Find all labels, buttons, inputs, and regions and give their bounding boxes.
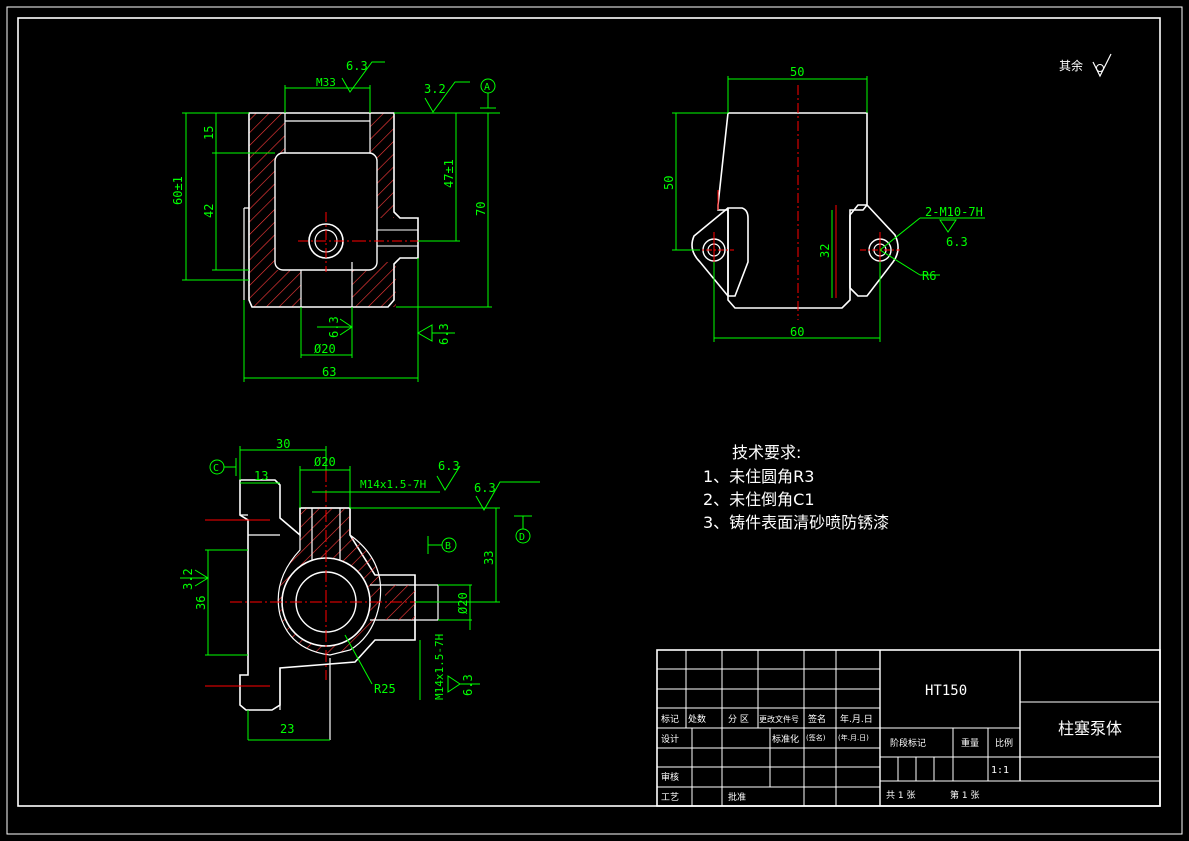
front-view: M33 6.3 3.2 A 15 60±1 42 47±1 70 6.3 6.3… (171, 59, 500, 382)
hdr-sign: 签名 (808, 713, 826, 725)
dim-60: 60±1 (171, 176, 185, 205)
dim-50-left: 50 (662, 176, 676, 190)
hatch-right (377, 153, 394, 218)
dim-roughness-t1: 6.3 (438, 459, 460, 473)
datum-b: B (445, 541, 451, 552)
dim-r6: R6 (922, 269, 936, 283)
outer-border (6, 6, 1183, 835)
dim-30: 30 (276, 437, 290, 451)
dim-roughness-right: 6.3 (437, 323, 451, 345)
side-lug-right (849, 204, 899, 297)
tech-title: 技术要求: (732, 443, 801, 462)
dim-47: 47±1 (442, 159, 456, 188)
dim-32: 32 (818, 244, 832, 258)
tech-requirements: 技术要求: 1、未住圆角R3 2、未住倒角C1 3、铸件表面清砂喷防锈漆 (703, 443, 889, 532)
inner-border (17, 17, 1161, 807)
dim-50-top: 50 (790, 65, 804, 79)
dim-m14-top: M14x1.5-7H (360, 478, 426, 491)
dim-m14-right: M14x1.5-7H (433, 634, 446, 700)
dim-42: 42 (202, 204, 216, 218)
hdr-change-doc: 更改文件号 (759, 714, 799, 724)
dim-roughness-t3: 6.3 (461, 674, 475, 696)
dim-roughness-32: 3.2 (424, 82, 446, 96)
general-roughness-label: 其余 (1059, 58, 1083, 73)
row-sign: (签名) (806, 733, 826, 742)
scale-value: 1:1 (991, 765, 1009, 776)
roughness-check-icon (1092, 53, 1112, 78)
tech-item-2: 2、未住倒角C1 (703, 490, 815, 509)
scale-label: 比例 (995, 737, 1013, 749)
dim-33: 33 (482, 551, 496, 565)
hdr-zone: 分 区 (728, 714, 749, 725)
part-name: 柱塞泵体 (1058, 719, 1122, 738)
dim-60-side: 60 (790, 325, 804, 339)
dim-70: 70 (474, 202, 488, 216)
hatch-upper-r (370, 113, 394, 153)
row-date: (年.月.日) (838, 733, 869, 742)
hatch-upper (275, 113, 285, 153)
dim-roughness-side: 6.3 (946, 235, 968, 249)
sheet-no: 第 1 张 (950, 789, 979, 801)
side-view: 50 50 2-M10-7H 6.3 32 R6 60 (662, 65, 985, 342)
title-block-text: HT150 柱塞泵体 标记 处数 分 区 更改文件号 签名 年.月.日 设计 标… (661, 683, 1122, 803)
row-approve: 批准 (728, 791, 746, 803)
hdr-date: 年.月.日 (840, 713, 873, 725)
dim-r25: R25 (374, 682, 396, 696)
row-audit: 审核 (661, 771, 679, 783)
dim-dia20-top: Ø20 (314, 455, 336, 469)
dim-roughness-t2: 6.3 (474, 481, 496, 495)
top-view: 30 Ø20 C 13 M14x1.5-7H 6.3 6.3 D B 33 3.… (180, 437, 540, 741)
hdr-count: 处数 (688, 713, 706, 725)
stage-label: 阶段标记 (890, 737, 926, 749)
dim-roughness-top: 6.3 (346, 59, 368, 73)
weight-label: 重量 (961, 737, 979, 749)
dim-roughness-mid: 6.3 (327, 316, 341, 338)
top-outline (239, 479, 416, 711)
dim-thread-m10: 2-M10-7H (925, 205, 983, 219)
general-roughness: 其余 (1059, 53, 1112, 78)
front-outline (248, 112, 419, 308)
row-process: 工艺 (661, 792, 679, 803)
tech-item-1: 1、未住圆角R3 (703, 467, 814, 486)
dim-13: 13 (254, 469, 268, 483)
dim-15: 15 (202, 126, 216, 140)
title-block (656, 649, 1161, 807)
tech-item-3: 3、铸件表面清砂喷防锈漆 (703, 513, 889, 532)
dim-dia20-right: Ø20 (456, 592, 470, 614)
dim-dia20: Ø20 (314, 342, 336, 356)
dim-63: 63 (322, 365, 336, 379)
dim-36: 36 (194, 596, 208, 610)
material: HT150 (925, 683, 967, 699)
side-body (717, 112, 868, 309)
datum-c: C (213, 463, 219, 474)
hdr-mark: 标记 (661, 713, 679, 725)
sheets-total: 共 1 张 (886, 790, 915, 801)
dim-m33: M33 (316, 76, 336, 89)
dim-23: 23 (280, 722, 294, 736)
datum-a: A (484, 82, 490, 93)
dim-roughness-32-top: 3.2 (181, 568, 195, 590)
row-design: 设计 (661, 733, 679, 745)
datum-d: D (519, 532, 525, 543)
row-standard: 标准化 (772, 733, 799, 745)
hatch-left (249, 113, 275, 270)
hatch-bottom-l (249, 270, 301, 307)
